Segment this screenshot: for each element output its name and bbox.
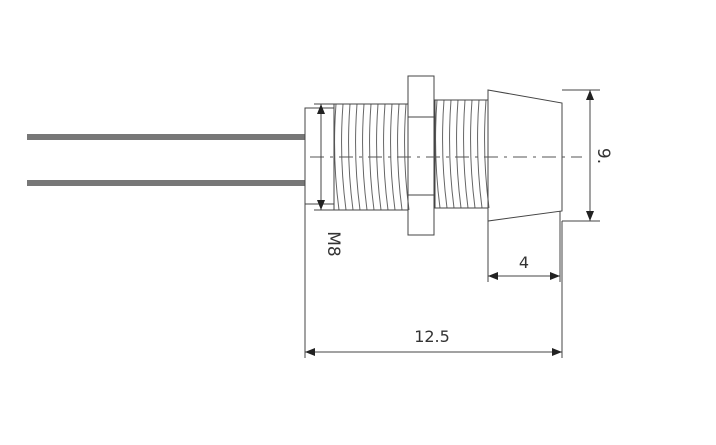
thread-line xyxy=(449,99,455,209)
thread-line xyxy=(477,99,483,209)
thread-line xyxy=(435,99,441,209)
dimension-total-length: 12.5 xyxy=(304,204,563,358)
thread-line xyxy=(355,103,361,211)
thread-line xyxy=(442,99,448,209)
rear-body xyxy=(304,107,335,205)
lens-cone xyxy=(487,89,563,222)
dimension-m8-label: M8 xyxy=(323,231,343,256)
thread-line xyxy=(463,99,469,209)
thread-front xyxy=(435,99,490,209)
thread-line xyxy=(470,99,476,209)
thread-line xyxy=(383,103,389,211)
thread-line xyxy=(390,103,396,211)
dimension-total-length-label: 12.5 xyxy=(414,327,450,346)
dimension-cone-length-label: 4 xyxy=(519,253,529,272)
thread-line xyxy=(456,99,462,209)
hex-nut xyxy=(407,75,435,236)
dimension-diameter-label: 9. xyxy=(593,148,613,164)
thread-line xyxy=(334,103,340,211)
thread-line xyxy=(362,103,368,211)
dimension-cone-length: 4 xyxy=(487,211,561,282)
dimension-m8: M8 xyxy=(314,103,343,257)
wire-top xyxy=(27,134,305,140)
wire-bottom xyxy=(27,180,305,186)
dimension-diameter: 9. xyxy=(562,89,613,222)
